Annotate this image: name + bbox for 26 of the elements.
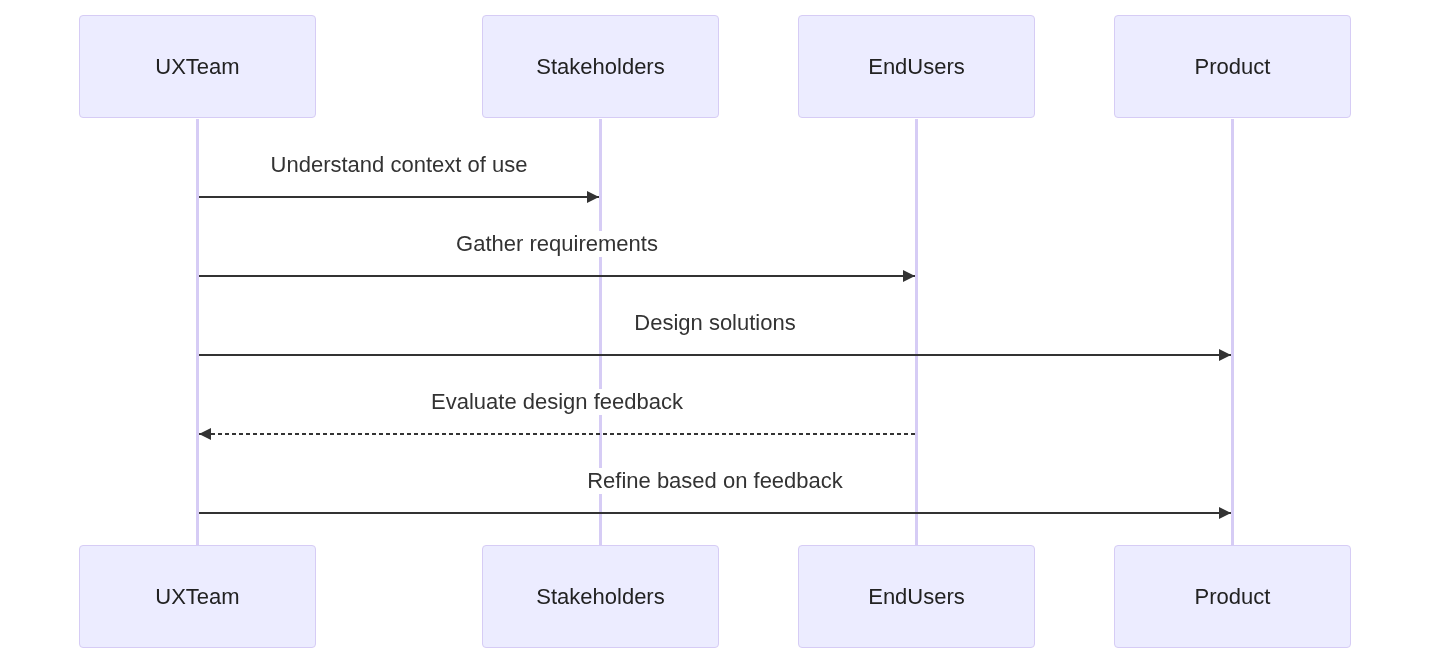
- participant-name: Stakeholders: [536, 53, 665, 80]
- lifeline: [915, 119, 918, 545]
- participant-box: [1114, 15, 1351, 118]
- participant-name: Product: [1194, 53, 1271, 80]
- participant-box: [482, 15, 719, 118]
- message-arrow: [198, 349, 1232, 361]
- participant-name: Stakeholders: [536, 583, 665, 610]
- participant-box: [482, 545, 719, 648]
- message-label: Gather requirements: [454, 231, 660, 257]
- participant-box: [798, 545, 1035, 648]
- participant-name: Product: [1194, 583, 1271, 610]
- message-label: Evaluate design feedback: [429, 389, 685, 415]
- lifeline: [196, 119, 199, 545]
- participant-name: UXTeam: [155, 53, 240, 80]
- message-arrow: [198, 507, 1232, 519]
- lifeline: [1231, 119, 1234, 545]
- participant-box: [1114, 545, 1351, 648]
- message-arrow: [198, 191, 600, 203]
- participant-name: EndUsers: [868, 53, 965, 80]
- participant-box: [79, 15, 316, 118]
- participant-name: EndUsers: [868, 583, 965, 610]
- participant-box: [798, 15, 1035, 118]
- message-arrow: [198, 428, 916, 440]
- message-arrow: [198, 270, 916, 282]
- participant-name: UXTeam: [155, 583, 240, 610]
- participant-box: [79, 545, 316, 648]
